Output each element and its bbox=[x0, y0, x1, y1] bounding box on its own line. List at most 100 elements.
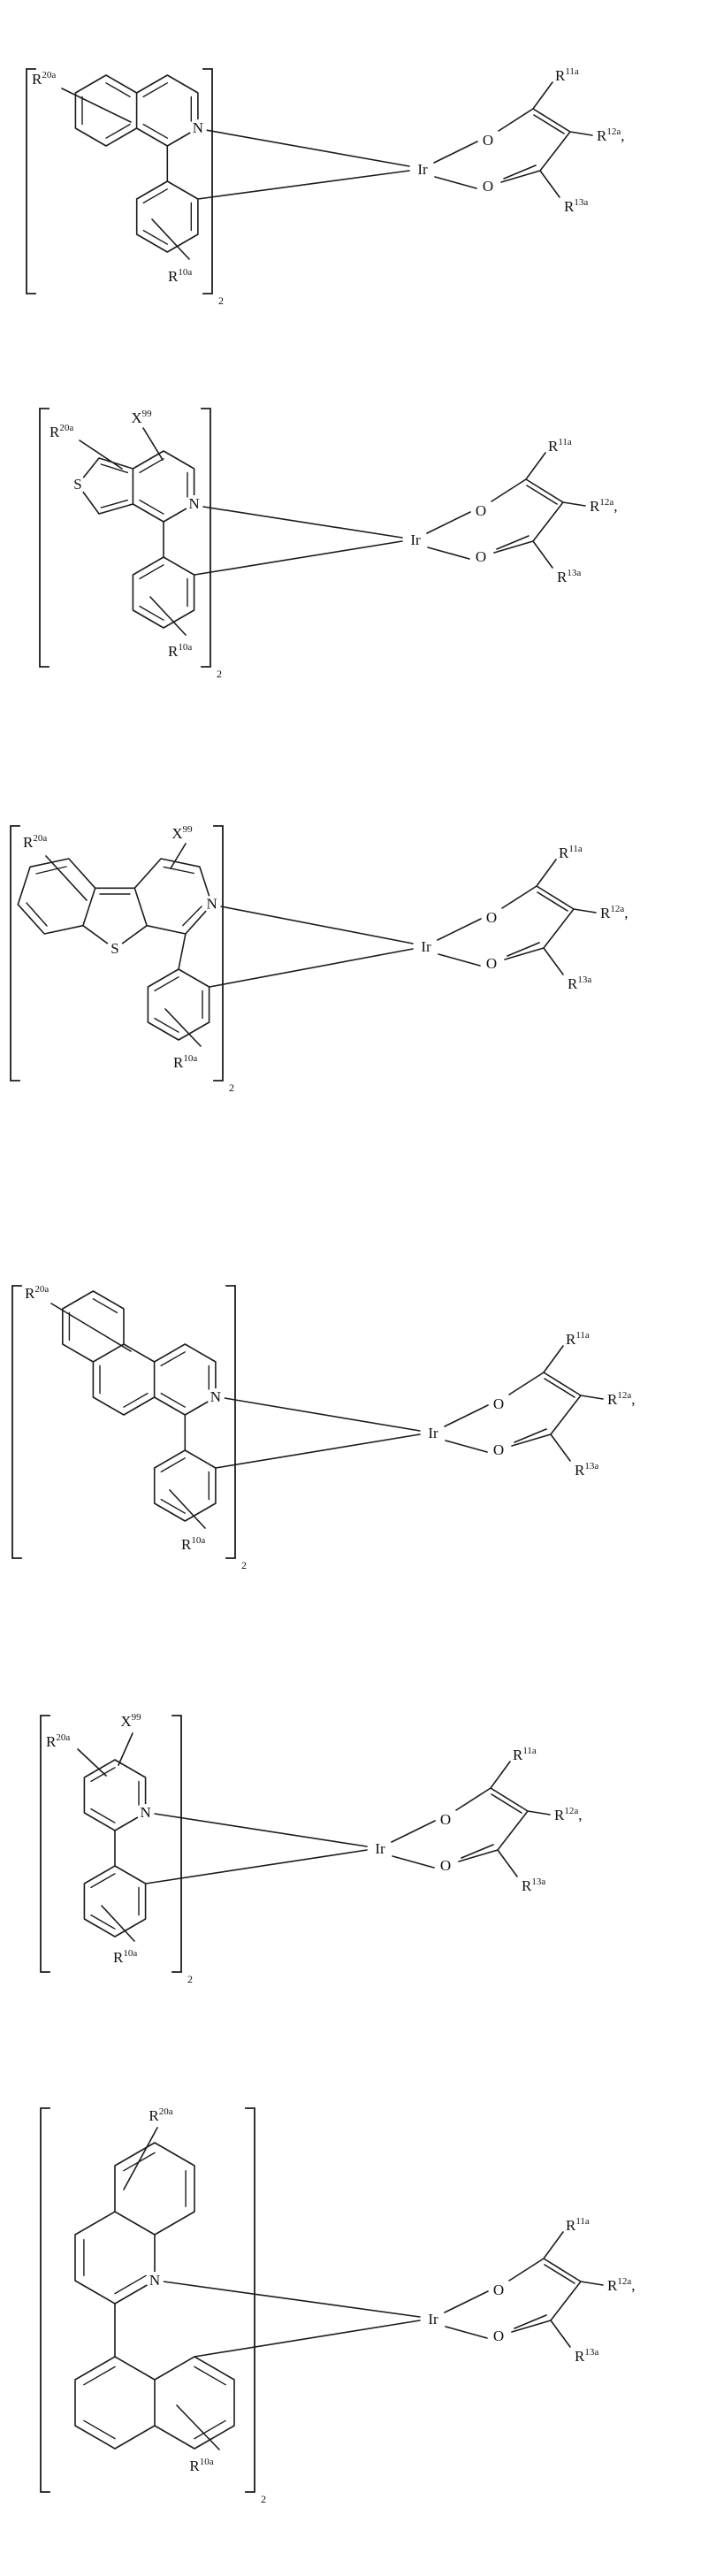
metal-bonds bbox=[197, 129, 410, 200]
label-gap bbox=[206, 1388, 225, 1406]
iridium-label: Ir bbox=[421, 938, 431, 955]
oxygen-top-label: O bbox=[486, 909, 497, 926]
acac-bonds bbox=[391, 1761, 551, 1877]
metal-bonds bbox=[163, 2281, 421, 2358]
r13a-label: R13a bbox=[564, 197, 588, 215]
r10a-label: R10a bbox=[173, 1053, 197, 1071]
aromatic-inner-bonds bbox=[100, 458, 188, 621]
right-bracket bbox=[245, 2107, 255, 2493]
label-gap bbox=[136, 1804, 155, 1822]
acac-group: Ir O O R11a R12a, R13a bbox=[375, 1746, 582, 1894]
acac-bonds bbox=[426, 452, 586, 569]
iridium-label: Ir bbox=[375, 1840, 385, 1857]
r13a-label: R13a bbox=[575, 2347, 598, 2365]
r11a-label: R11a bbox=[555, 66, 579, 84]
right-bracket bbox=[202, 68, 213, 294]
sulfur-label: S bbox=[73, 476, 81, 493]
acac-bonds bbox=[437, 859, 597, 975]
r10a-label: R10a bbox=[113, 1948, 137, 1966]
r13a-label: R13a bbox=[557, 568, 581, 585]
oxygen-top-label: O bbox=[476, 502, 486, 519]
metal-bonds bbox=[194, 506, 403, 576]
left-bracket bbox=[39, 408, 50, 668]
nitrogen-label: N bbox=[210, 1388, 221, 1405]
nitrogen-label: N bbox=[140, 1804, 150, 1821]
bracket-subscript: 2 bbox=[217, 668, 222, 680]
right-bracket bbox=[225, 1285, 236, 1559]
r10a-label: R10a bbox=[189, 2457, 213, 2474]
ligand-rings bbox=[17, 858, 213, 1041]
r10a-label: R10a bbox=[168, 267, 192, 285]
r20a-label: R20a bbox=[32, 70, 56, 88]
acac-group: Ir O O R11a R12a, R13a bbox=[417, 66, 624, 215]
r20a-label: R20a bbox=[149, 2106, 172, 2124]
acac-group: Ir O O R11a R12a, R13a bbox=[410, 437, 617, 585]
metal-bonds bbox=[145, 1813, 368, 1884]
ligand-rings bbox=[62, 1290, 217, 1522]
r12a-label: R12a, bbox=[600, 904, 628, 921]
label-gap bbox=[146, 2272, 164, 2289]
label-gap bbox=[185, 495, 203, 513]
label-gap bbox=[69, 476, 87, 493]
r20a-label: R20a bbox=[25, 1284, 49, 1302]
oxygen-top-label: O bbox=[440, 1811, 451, 1828]
x99-label: X99 bbox=[120, 1712, 141, 1730]
nitrogen-label: N bbox=[207, 896, 217, 913]
iridium-label: Ir bbox=[428, 2311, 438, 2328]
oxygen-top-label: O bbox=[493, 2282, 504, 2298]
r20a-label: R20a bbox=[50, 423, 73, 440]
substituent-bonds bbox=[50, 1303, 206, 1529]
oxygen-bottom-label: O bbox=[493, 2328, 504, 2344]
r12a-label: R12a, bbox=[554, 1806, 582, 1823]
r11a-label: R11a bbox=[566, 1330, 590, 1348]
label-gap bbox=[106, 940, 124, 958]
aromatic-inner-bonds bbox=[68, 1298, 210, 1514]
r11a-label: R11a bbox=[559, 844, 583, 861]
nitrogen-label: N bbox=[149, 2272, 160, 2289]
substituent-bonds bbox=[79, 427, 187, 636]
left-bracket bbox=[26, 68, 36, 294]
left-bracket bbox=[40, 1715, 50, 1973]
ligand-rings bbox=[74, 74, 199, 253]
acac-group: Ir O O R11a R12a, R13a bbox=[428, 2216, 635, 2365]
oxygen-bottom-label: O bbox=[483, 178, 493, 195]
r20a-label: R20a bbox=[46, 1732, 70, 1750]
oxygen-top-label: O bbox=[493, 1395, 504, 1412]
aromatic-inner-bonds bbox=[83, 2152, 226, 2440]
bracket-subscript: 2 bbox=[261, 2493, 266, 2505]
r11a-label: R11a bbox=[548, 437, 572, 455]
oxygen-bottom-label: O bbox=[486, 955, 497, 972]
r12a-label: R12a, bbox=[607, 1390, 635, 1408]
r12a-label: R12a, bbox=[590, 497, 617, 515]
acac-bonds bbox=[444, 1345, 604, 1462]
r13a-label: R13a bbox=[522, 1877, 545, 1894]
oxygen-bottom-label: O bbox=[476, 548, 486, 565]
right-bracket bbox=[213, 825, 224, 1082]
structure-2-svg: 2 N S X99 R20a R10a Ir O O R11a R12a, R1… bbox=[39, 408, 617, 680]
bracket-subscript: 2 bbox=[218, 294, 224, 307]
structure-5-svg: 2 N X99 R20a R10a Ir O O R11a R12a, R13a bbox=[40, 1712, 582, 1985]
bracket-subscript: 2 bbox=[229, 1082, 234, 1094]
r10a-label: R10a bbox=[168, 642, 192, 660]
structure-4-svg: 2 N R20a R10a Ir O O R11a R12a, R13a bbox=[11, 1284, 635, 1571]
nitrogen-label: N bbox=[188, 495, 199, 512]
iridium-label: Ir bbox=[410, 531, 421, 548]
oxygen-top-label: O bbox=[483, 132, 493, 149]
r20a-label: R20a bbox=[23, 833, 47, 851]
metal-bonds bbox=[209, 906, 414, 988]
r12a-label: R12a, bbox=[607, 2276, 635, 2294]
r12a-label: R12a, bbox=[597, 126, 624, 144]
ligand-rings bbox=[74, 2142, 235, 2450]
left-bracket bbox=[11, 1285, 22, 1559]
r11a-label: R11a bbox=[566, 2216, 590, 2234]
r11a-label: R11a bbox=[513, 1746, 537, 1763]
right-bracket bbox=[201, 408, 211, 668]
bracket-subscript: 2 bbox=[241, 1559, 247, 1571]
left-bracket bbox=[40, 2107, 50, 2493]
aromatic-inner-bonds bbox=[81, 82, 192, 245]
iridium-label: Ir bbox=[417, 161, 428, 178]
left-bracket bbox=[10, 825, 20, 1082]
acac-group: Ir O O R11a R12a, R13a bbox=[428, 1330, 635, 1479]
structure-1-svg: 2 N R20a R10a Ir O O R11a R12a, R13a bbox=[26, 66, 624, 307]
